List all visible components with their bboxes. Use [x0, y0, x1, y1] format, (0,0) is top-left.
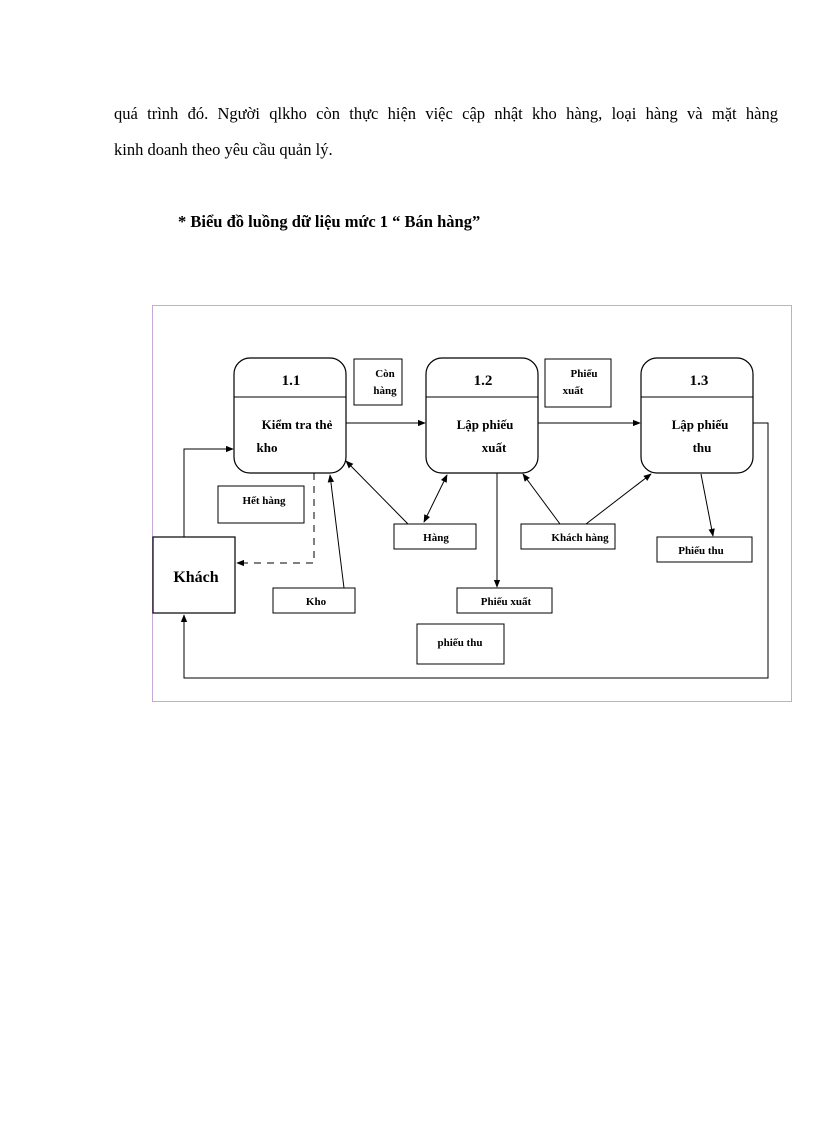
store-khach-hang-label: Khách hàng — [551, 532, 609, 544]
entity-khach-label: Khách — [173, 569, 218, 586]
flow-het-hang-label: Hết hàng — [242, 495, 286, 507]
process-1-1: 1.1 Kiểm tra thẻ kho — [233, 357, 347, 474]
process-1-2-id: 1.2 — [474, 373, 493, 389]
process-1-2-label-line-2: xuất — [482, 440, 507, 455]
process-1-1-id: 1.1 — [282, 373, 301, 389]
process-1-3-id: 1.3 — [690, 373, 709, 389]
store-phieu-thu: Phiếu thu — [656, 536, 753, 563]
store-hang: Hàng — [393, 523, 477, 550]
body-paragraph: quá trình đó. Người qlkho còn thực hiện … — [114, 96, 778, 168]
process-1-3-label-line-1: Lập phiếu — [672, 417, 729, 432]
store-phieu-xuat-label: Phiếu xuất — [481, 596, 532, 608]
paragraph-line-1: quá trình đó. Người qlkho còn thực hiện … — [114, 104, 778, 123]
store-phieu-xuat: Phiếu xuất — [456, 587, 553, 614]
store-kho: Kho — [272, 587, 356, 614]
arrow-khach-to-1-1 — [183, 445, 234, 537]
process-1-1-label-line-2: kho — [257, 440, 278, 455]
process-1-3: 1.3 Lập phiếu thu — [640, 357, 754, 474]
flow-con-hang-line-1: Còn — [375, 368, 395, 380]
process-1-2: 1.2 Lập phiếu xuất — [425, 357, 539, 474]
store-phieu-thu-lower: phiếu thu — [416, 623, 505, 665]
store-hang-label: Hàng — [423, 532, 449, 544]
arrow-hang-to-1-1 — [345, 460, 409, 525]
arrow-1-3-to-khach — [180, 422, 769, 679]
entity-khach: Khách — [152, 536, 236, 614]
arrow-1-3-to-phieu-thu — [700, 473, 715, 537]
arrow-kho-to-1-1 — [327, 474, 345, 589]
store-phieu-thu-label: Phiếu thu — [678, 545, 724, 557]
flow-phieu-xuat-line-2: xuất — [563, 385, 584, 397]
arrow-1-1-to-khach-dashed — [236, 473, 315, 567]
process-1-1-label-line-1: Kiểm tra thẻ — [262, 417, 333, 432]
flow-phieu-xuat-line-1: Phiếu — [571, 368, 598, 380]
flow-label-het-hang: Hết hàng — [217, 485, 305, 524]
store-phieu-thu-lower-label: phiếu thu — [438, 637, 483, 649]
flow-label-phieu-xuat: Phiếu xuất — [544, 358, 612, 408]
arrow-khach-hang-to-1-3 — [585, 473, 652, 525]
arrow-khach-hang-to-1-2 — [522, 473, 561, 525]
arrow-hang-to-1-2 — [423, 474, 448, 523]
section-heading: * Biểu đồ luồng dữ liệu mức 1 “ Bán hàng… — [178, 212, 481, 231]
diagram-frame — [152, 305, 792, 702]
flow-label-con-hang: Còn hàng — [353, 358, 403, 406]
process-1-3-label-line-2: thu — [693, 440, 712, 455]
process-1-2-label-line-1: Lập phiếu — [457, 417, 514, 432]
flow-con-hang-line-2: hàng — [373, 385, 397, 397]
store-kho-label: Kho — [306, 596, 327, 608]
store-khach-hang: Khách hàng — [520, 523, 616, 550]
paragraph-line-2: kinh doanh theo yêu cầu quản lý. — [114, 140, 333, 159]
